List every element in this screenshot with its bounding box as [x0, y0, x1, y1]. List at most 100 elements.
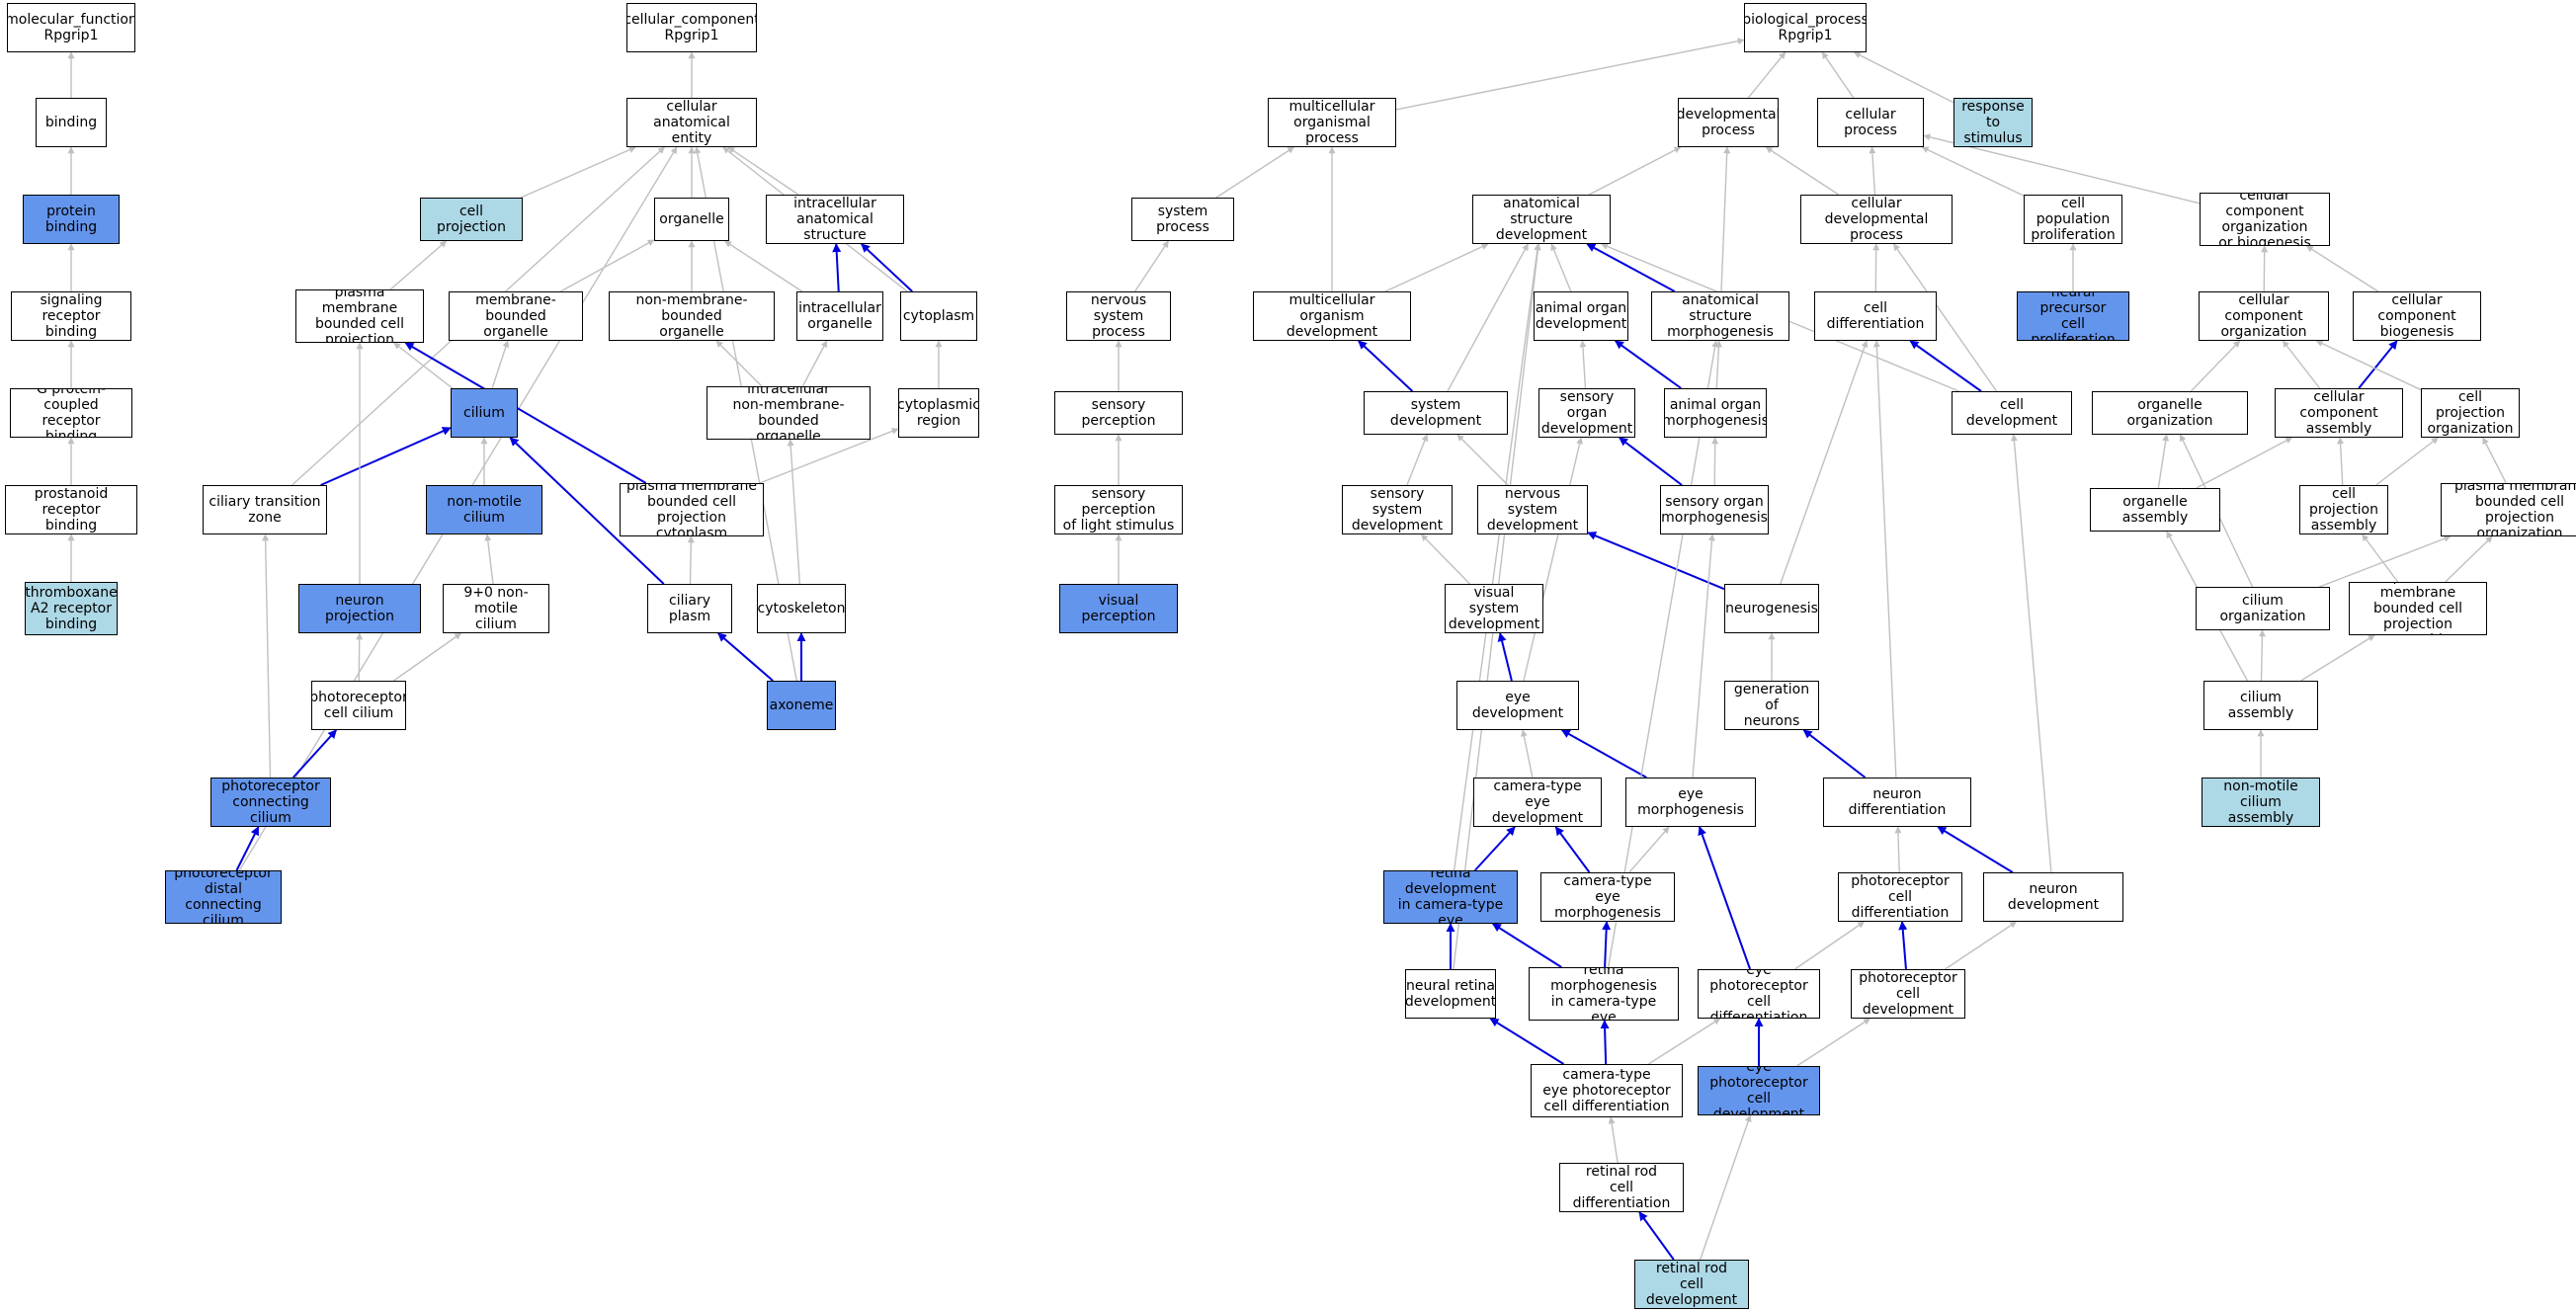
- go-term-node[interactable]: visual system development: [1445, 584, 1543, 633]
- go-term-node[interactable]: cilium organization: [2196, 587, 2330, 630]
- go-term-node[interactable]: eye morphogenesis: [1625, 778, 1756, 827]
- go-term-node[interactable]: cytoskeleton: [757, 584, 846, 633]
- is-a-edge: [1869, 146, 1876, 196]
- go-term-node[interactable]: cellular anatomical entity: [626, 98, 757, 147]
- go-term-node[interactable]: retina development in camera-type eye: [1383, 870, 1518, 924]
- go-term-node[interactable]: photoreceptor cell differentiation: [1838, 872, 1962, 922]
- go-term-node[interactable]: eye photoreceptor cell differentiation: [1698, 969, 1820, 1019]
- go-term-node[interactable]: photoreceptor cell development: [1851, 969, 1965, 1019]
- go-term-node[interactable]: cell projection: [420, 198, 523, 241]
- go-term-node[interactable]: plasma membrane bounded cell projection: [295, 289, 424, 343]
- go-term-label: neuron projection: [325, 593, 394, 624]
- go-term-node[interactable]: neural retina development: [1405, 969, 1496, 1019]
- go-term-node[interactable]: cellular process: [1817, 98, 1924, 147]
- go-term-node[interactable]: photoreceptor cell cilium: [311, 681, 406, 730]
- go-term-node[interactable]: neuron projection: [298, 584, 421, 633]
- go-term-node[interactable]: sensory perception of light stimulus: [1054, 485, 1183, 534]
- go-term-node[interactable]: cilium assembly: [2203, 681, 2318, 730]
- go-term-node[interactable]: membrane-bounded organelle: [449, 291, 583, 341]
- go-term-node[interactable]: molecular_function Rpgrip1: [7, 3, 135, 52]
- go-term-node[interactable]: organelle assembly: [2090, 488, 2220, 532]
- go-term-node[interactable]: response to stimulus: [1953, 98, 2033, 147]
- go-term-label: 9+0 non-motile cilium: [463, 585, 529, 632]
- go-term-node[interactable]: anatomical structure morphogenesis: [1651, 291, 1789, 341]
- go-term-node[interactable]: developmental process: [1678, 98, 1779, 147]
- go-term-node[interactable]: nervous system process: [1066, 291, 1171, 341]
- go-term-node[interactable]: organelle organization: [2092, 391, 2248, 435]
- go-term-node[interactable]: photoreceptor connecting cilium: [210, 778, 331, 827]
- go-term-node[interactable]: thromboxane A2 receptor binding: [25, 582, 118, 635]
- go-term-label: response to stimulus: [1961, 99, 2025, 146]
- is-a-edge: [1747, 51, 1787, 99]
- go-term-label: generation of neurons: [1733, 682, 1810, 729]
- go-term-node[interactable]: cellular developmental process: [1800, 195, 1953, 244]
- go-term-node[interactable]: sensory perception: [1054, 391, 1183, 435]
- go-term-node[interactable]: neural precursor cell proliferation: [2017, 291, 2129, 341]
- go-term-node[interactable]: cellular component biogenesis: [2353, 291, 2481, 341]
- go-term-node[interactable]: camera-type eye development: [1473, 778, 1602, 827]
- go-term-node[interactable]: neuron differentiation: [1823, 778, 1971, 827]
- go-term-node[interactable]: neuron development: [1983, 872, 2123, 922]
- go-term-node[interactable]: cellular component organization or bioge…: [2200, 193, 2330, 246]
- go-term-node[interactable]: cellular component assembly: [2275, 388, 2403, 438]
- go-term-node[interactable]: cellular component organization: [2199, 291, 2329, 341]
- go-term-node[interactable]: 9+0 non-motile cilium: [443, 584, 549, 633]
- go-term-node[interactable]: cell development: [1952, 391, 2072, 435]
- go-term-node[interactable]: non-motile cilium assembly: [2202, 778, 2320, 827]
- go-term-node[interactable]: eye development: [1456, 681, 1579, 730]
- go-term-node[interactable]: system process: [1131, 198, 1234, 241]
- go-term-node[interactable]: intracellular organelle: [796, 291, 883, 341]
- is-a-edge: [724, 240, 803, 292]
- go-term-node[interactable]: animal organ morphogenesis: [1664, 388, 1767, 438]
- go-term-node[interactable]: non-motile cilium: [426, 485, 542, 534]
- go-term-node[interactable]: non-membrane-bounded organelle: [609, 291, 775, 341]
- go-term-node[interactable]: sensory system development: [1342, 485, 1453, 534]
- go-term-label: nervous system development: [1486, 486, 1579, 533]
- go-term-node[interactable]: prostanoid receptor binding: [5, 485, 137, 534]
- go-term-node[interactable]: nervous system development: [1477, 485, 1588, 534]
- go-term-node[interactable]: generation of neurons: [1724, 681, 1819, 730]
- go-term-node[interactable]: plasma membrane bounded cell projection …: [620, 483, 764, 536]
- go-term-node[interactable]: plasma membrane bounded cell projection …: [2349, 582, 2487, 635]
- go-term-node[interactable]: cytoplasm: [900, 291, 977, 341]
- go-term-node[interactable]: camera-type eye photoreceptor cell diffe…: [1531, 1064, 1683, 1117]
- go-term-node[interactable]: cell differentiation: [1814, 291, 1937, 341]
- go-term-node[interactable]: organelle: [654, 198, 729, 241]
- go-term-node[interactable]: visual perception: [1059, 584, 1178, 633]
- go-term-node[interactable]: cell projection organization: [2421, 388, 2520, 438]
- go-term-node[interactable]: retinal rod cell differentiation: [1559, 1163, 1684, 1212]
- go-term-node[interactable]: cell projection assembly: [2299, 485, 2388, 534]
- go-term-node[interactable]: binding: [36, 98, 107, 147]
- go-term-node[interactable]: ciliary plasm: [647, 584, 732, 633]
- go-term-node[interactable]: neurogenesis: [1724, 584, 1819, 633]
- is-a-edge: [2196, 437, 2293, 489]
- go-term-node[interactable]: cilium: [451, 388, 518, 438]
- go-term-node[interactable]: protein binding: [23, 195, 120, 244]
- go-term-node[interactable]: multicellular organism development: [1253, 291, 1411, 341]
- is-a-edge: [727, 146, 799, 196]
- go-term-node[interactable]: retinal rod cell development: [1634, 1260, 1749, 1309]
- go-term-node[interactable]: photoreceptor distal connecting cilium: [165, 870, 282, 924]
- go-term-node[interactable]: cell population proliferation: [2024, 195, 2122, 244]
- go-term-node[interactable]: sensory organ development: [1538, 388, 1635, 438]
- go-term-node[interactable]: system development: [1364, 391, 1508, 435]
- go-term-node[interactable]: sensory organ morphogenesis: [1660, 485, 1769, 534]
- go-term-node[interactable]: retina morphogenesis in camera-type eye: [1529, 967, 1679, 1021]
- go-term-node[interactable]: intracellular anatomical structure: [766, 195, 904, 244]
- go-term-node[interactable]: intracellular non-membrane-bounded organ…: [706, 386, 871, 440]
- go-term-node[interactable]: animal organ development: [1534, 291, 1628, 341]
- go-term-node[interactable]: anatomical structure development: [1472, 195, 1611, 244]
- go-term-node[interactable]: plasma membrane bounded cell projection …: [2441, 483, 2576, 536]
- go-term-node[interactable]: signaling receptor binding: [11, 291, 131, 341]
- go-term-node[interactable]: ciliary transition zone: [203, 485, 327, 534]
- go-term-node[interactable]: multicellular organismal process: [1268, 98, 1396, 147]
- go-term-node[interactable]: axoneme: [767, 681, 836, 730]
- go-term-node[interactable]: G protein-coupled receptor binding: [10, 388, 132, 438]
- go-term-node[interactable]: cytoplasmic region: [898, 388, 979, 438]
- go-term-label: intracellular non-membrane-bounded organ…: [732, 386, 845, 440]
- go-term-node[interactable]: eye photoreceptor cell development: [1698, 1066, 1820, 1115]
- go-term-node[interactable]: camera-type eye morphogenesis: [1540, 872, 1675, 922]
- go-term-node[interactable]: cellular_component Rpgrip1: [626, 3, 757, 52]
- go-term-node[interactable]: biological_process Rpgrip1: [1744, 3, 1867, 52]
- part-of-edge: [1602, 921, 1612, 968]
